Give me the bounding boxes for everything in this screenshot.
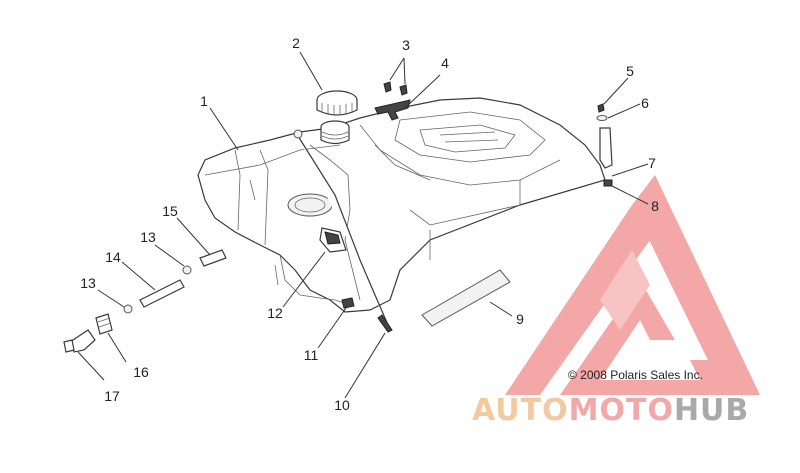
foam-pad [421,269,511,327]
fuel-pump [319,227,347,253]
callout-13b: 13 [80,275,96,291]
screws [383,81,408,96]
callout-11: 11 [304,347,319,363]
drain-fitting [341,297,355,309]
callout-5: 5 [626,63,634,79]
callout-9: 9 [516,311,524,327]
callout-16: 16 [133,364,149,380]
callout-8: 8 [651,198,659,214]
callout-15: 15 [162,203,178,219]
vent-hose [293,129,393,333]
callout-13a: 13 [140,229,156,245]
fuel-cap [316,90,358,145]
leader-lines [77,51,649,399]
mount-hardware [596,103,613,187]
callout-4: 4 [441,55,449,71]
bracket [374,99,411,121]
callout-10: 10 [334,397,350,413]
fuel-tank [197,97,606,313]
callout-2: 2 [292,35,300,51]
watermark-moto: MOTO [569,393,674,428]
callout-12: 12 [267,305,283,321]
watermark-auto: AUTO [472,393,569,428]
callout-14: 14 [105,249,121,265]
watermark-text: AUTOMOTOHUB [472,393,749,428]
watermark-hub: HUB [674,393,749,428]
copyright-text: © 2008 Polaris Sales Inc. [568,368,703,382]
watermark-logo-icon [505,175,760,395]
callout-17: 17 [104,388,120,404]
callout-3: 3 [402,37,410,53]
callout-1: 1 [200,93,208,109]
callout-7: 7 [648,155,656,171]
callout-6: 6 [641,95,649,111]
fuel-line-assembly [63,249,227,353]
